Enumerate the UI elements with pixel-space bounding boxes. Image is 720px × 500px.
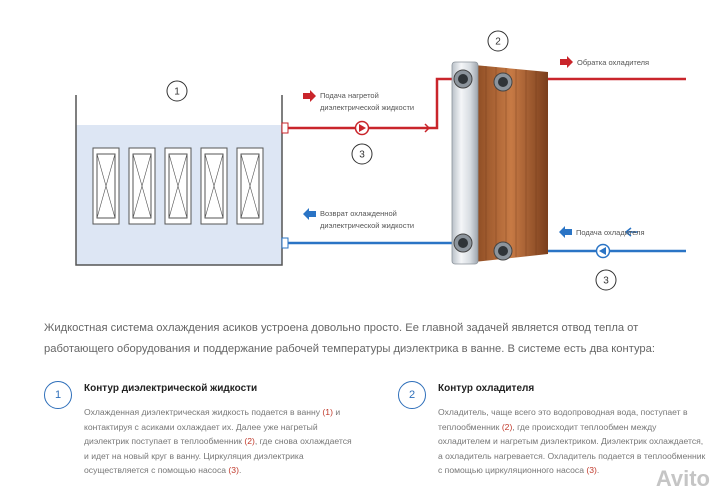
pump-coolant xyxy=(595,243,611,259)
reference-number: (3) xyxy=(586,465,597,475)
port-hot-in xyxy=(453,69,473,89)
asic-unit xyxy=(128,147,156,225)
asic-unit xyxy=(164,147,192,225)
svg-text:2: 2 xyxy=(495,37,501,48)
reference-number: (2) xyxy=(244,436,255,446)
circuit-description: Охлажденная диэлектрическая жидкость под… xyxy=(84,405,354,478)
port-coolant-in xyxy=(493,241,513,261)
svg-text:3: 3 xyxy=(359,150,365,161)
number-badge-exchanger: 2 xyxy=(487,30,509,52)
circuit-description: Охладитель, чаще всего это водопроводная… xyxy=(438,405,708,478)
number-badge-pump-dielectric: 3 xyxy=(351,143,373,165)
text-run: , где происходит теплообмен между охлади… xyxy=(438,421,706,476)
text-run: . xyxy=(596,465,600,475)
svg-text:диэлектрической жидкости: диэлектрической жидкости xyxy=(320,103,414,112)
label-hot-supply: Подача нагретой диэлектрической жидкости xyxy=(320,91,414,112)
text-run: Охладитель, чаще всего это водопроводная… xyxy=(438,407,688,432)
arrow-left-icon xyxy=(559,226,572,238)
asic-unit xyxy=(200,147,228,225)
bath xyxy=(75,95,289,266)
circuit-title: Контур диэлектрической жидкости xyxy=(84,383,258,394)
intro-paragraph: Жидкостная система охлаждения асиков уст… xyxy=(44,322,655,355)
port-cold-out xyxy=(453,233,473,253)
svg-text:диэлектрической жидкости: диэлектрической жидкости xyxy=(320,221,414,230)
arrow-right-icon xyxy=(303,90,316,102)
label-coolant-supply: Подача охладителя xyxy=(576,228,645,237)
cooling-diagram: 1 2 3 3 Подача нагретой диэлектрической … xyxy=(75,30,686,291)
label-coolant-return: Обратка охладителя xyxy=(577,58,649,67)
pump-dielectric xyxy=(354,120,370,136)
asic-unit xyxy=(236,147,264,225)
svg-text:1: 1 xyxy=(174,87,180,98)
port-coolant-out xyxy=(493,72,513,92)
reference-number: (3) xyxy=(228,465,239,475)
circuit-number-badge: 1 xyxy=(44,381,72,409)
asic-unit xyxy=(92,147,120,225)
watermark: Avito xyxy=(655,466,710,491)
svg-text:Возврат охлажденной: Возврат охлажденной xyxy=(320,209,397,218)
circuit-title: Контур охладителя xyxy=(438,383,535,394)
reference-number: (2) xyxy=(501,421,513,432)
arrow-right-icon xyxy=(560,56,573,68)
number-badge-pump-coolant: 3 xyxy=(595,269,617,291)
flow-arrow-icon xyxy=(624,227,638,237)
flow-arrow-icon xyxy=(420,123,431,133)
label-cooled-return: Возврат охлажденной диэлектрической жидк… xyxy=(320,209,414,230)
text-run: , где снова охлаждается и идет на новый … xyxy=(84,436,352,475)
heat-exchanger xyxy=(451,61,548,265)
circuit-number-badge: 2 xyxy=(398,381,426,409)
reference-number: (1) xyxy=(322,407,333,417)
text-run: Охлажденная диэлектрическая жидкость под… xyxy=(84,407,323,417)
svg-text:3: 3 xyxy=(603,276,609,287)
svg-text:Подача нагретой: Подача нагретой xyxy=(320,91,379,100)
text-run: и контактируя с асиками охлаждает их. Да… xyxy=(84,407,341,446)
number-badge-bath: 1 xyxy=(166,80,188,102)
arrow-left-icon xyxy=(303,208,316,220)
asic-units xyxy=(92,147,264,225)
text-run: . xyxy=(238,465,242,475)
